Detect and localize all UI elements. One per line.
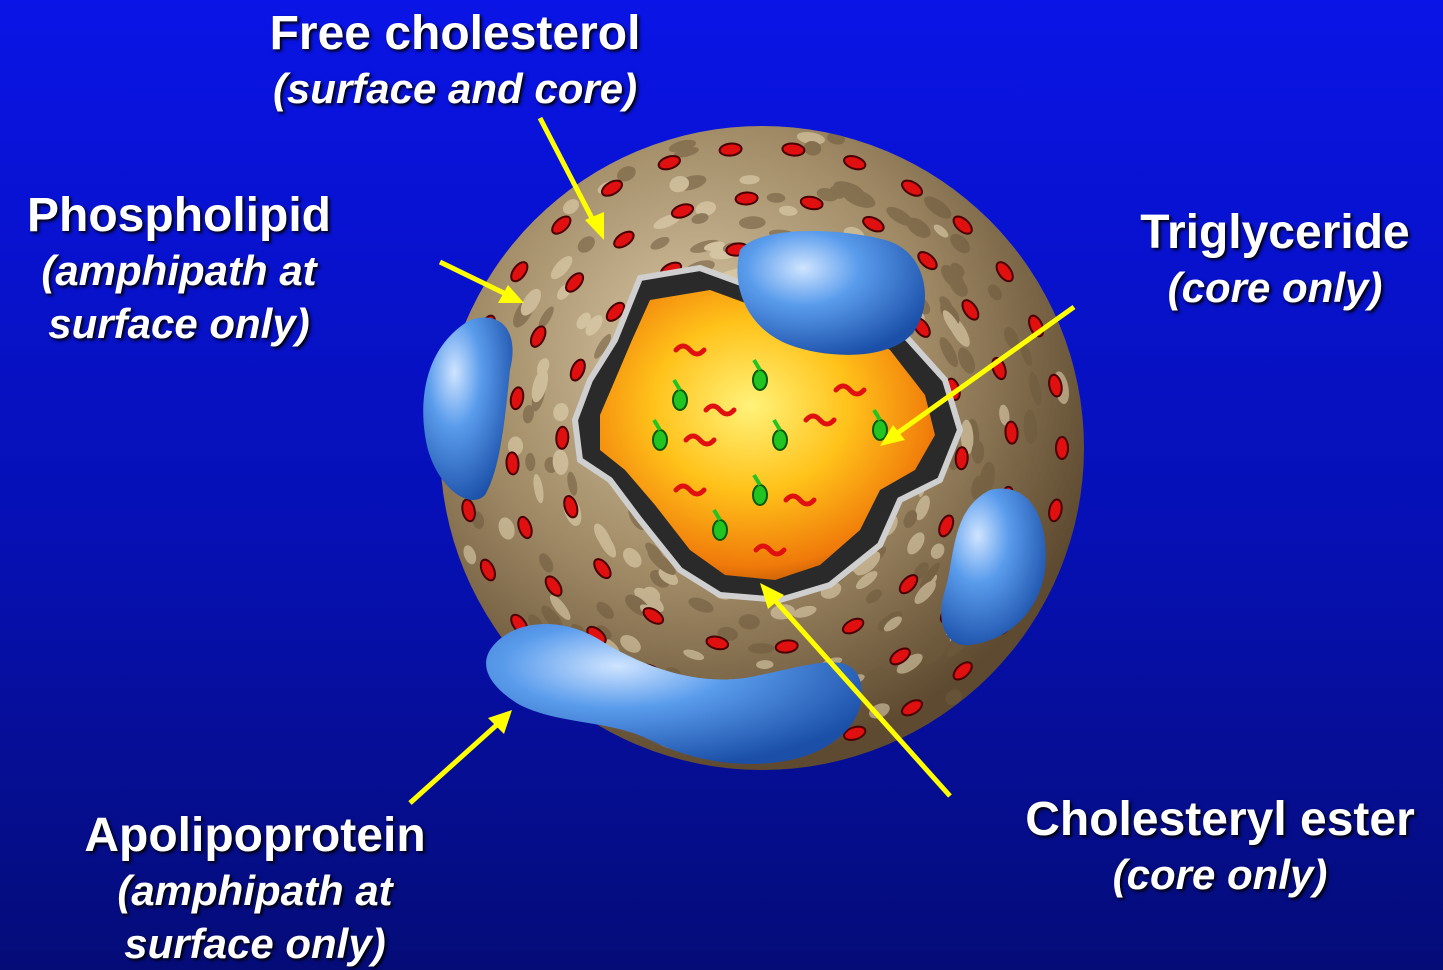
phospholipid-subtitle-line1: (amphipath at [4,244,354,297]
free-cholesterol-molecule [556,427,569,450]
label-phospholipid: Phospholipid (amphipath at surface only) [4,188,354,350]
apolipoprotein-subtitle-line1: (amphipath at [50,864,460,917]
free-cholesterol-molecule [1056,437,1068,459]
label-apolipoprotein: Apolipoprotein (amphipath at surface onl… [50,808,460,970]
phospholipid-title: Phospholipid [4,188,354,244]
label-free-cholesterol: Free cholesterol (surface and core) [230,6,680,115]
free-cholesterol-subtitle: (surface and core) [230,62,680,115]
arrow-apolipoprotein [410,710,512,803]
free-cholesterol-molecule [1005,421,1019,444]
free-cholesterol-molecule [735,192,758,206]
triglyceride-title: Triglyceride [1110,205,1440,261]
cholesteryl-ester-title: Cholesteryl ester [1000,792,1440,848]
free-cholesterol-molecule [955,447,968,470]
label-triglyceride: Triglyceride (core only) [1110,205,1440,314]
label-cholesteryl-ester: Cholesteryl ester (core only) [1000,792,1440,901]
triglyceride-subtitle: (core only) [1110,261,1440,314]
free-cholesterol-title: Free cholesterol [230,6,680,62]
phospholipid-head [748,643,774,654]
apolipoprotein-title: Apolipoprotein [50,808,460,864]
cholesteryl-ester-subtitle: (core only) [1000,848,1440,901]
apolipoprotein-subtitle-line2: surface only) [50,917,460,970]
phospholipid-subtitle-line2: surface only) [4,297,354,350]
free-cholesterol-molecule [506,452,520,475]
